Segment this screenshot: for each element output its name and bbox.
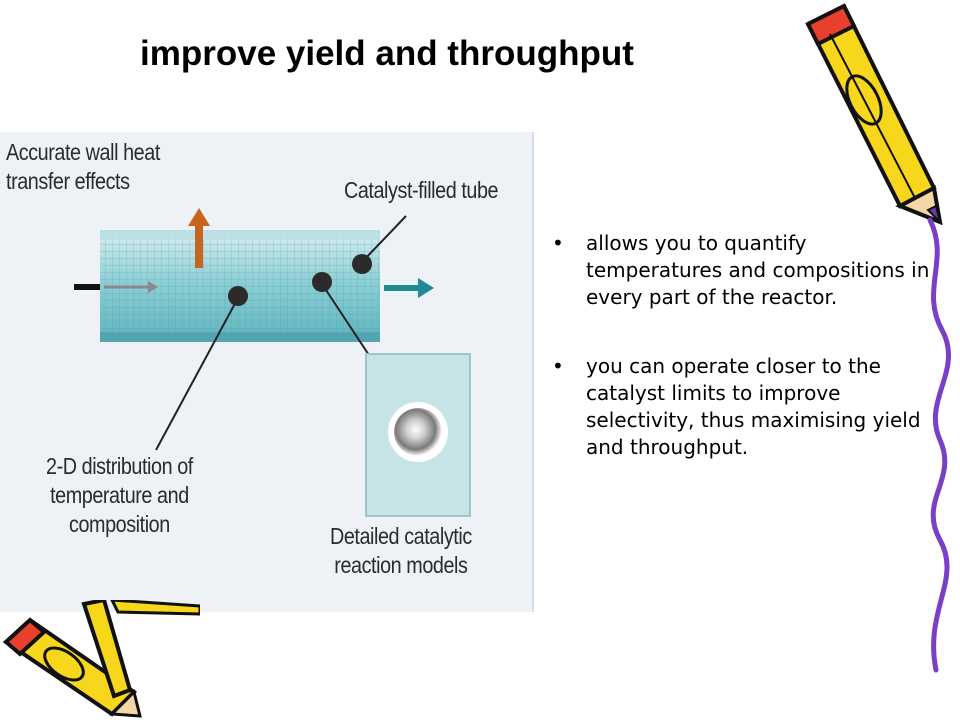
pencil-icon — [2, 600, 200, 718]
reactor-diagram: Accurate wall heat transfer effects Cata… — [0, 132, 534, 612]
inner-flow-arrowhead — [148, 281, 158, 293]
label-distribution-line3: composition — [69, 511, 170, 537]
label-distribution-line2: temperature and — [50, 482, 189, 508]
label-reaction-models-line1: Detailed catalytic — [330, 523, 472, 549]
bullet-text-1: allows you to quantify temperatures and … — [586, 231, 930, 309]
leader-tube — [361, 215, 407, 263]
label-wall-heat-line1: Accurate wall heat — [6, 139, 160, 165]
label-distribution-line1: 2-D distribution of — [46, 453, 193, 479]
squiggle-line-icon — [927, 217, 951, 673]
bullet-text-2: you can operate closer to the catalyst l… — [586, 354, 921, 459]
label-reaction-models-line2: reaction models — [334, 552, 468, 578]
pencil-icon — [805, 3, 943, 226]
outlet-arrowhead — [418, 278, 434, 298]
bullet-dot-icon: • — [552, 231, 564, 255]
marker-tube — [352, 254, 372, 274]
bullet-item-2: • you can operate closer to the catalyst… — [550, 353, 930, 461]
tube-wall-top — [100, 230, 380, 240]
heat-arrow-shaft — [195, 224, 203, 268]
bullet-dot-icon: • — [552, 354, 564, 378]
slide-title: improve yield and throughput — [140, 34, 634, 73]
label-wall-heat: Accurate wall heat transfer effects — [6, 138, 160, 196]
label-wall-heat-line2: transfer effects — [6, 168, 130, 194]
marker-models — [312, 272, 332, 292]
label-catalyst-tube: Catalyst-filled tube — [344, 177, 499, 203]
marker-distribution — [228, 286, 248, 306]
bullet-item-1: • allows you to quantify temperatures an… — [550, 230, 930, 311]
tube-wall-bottom — [100, 332, 380, 342]
catalyst-particle — [394, 408, 442, 456]
reactor-diagram-svg — [74, 208, 471, 517]
inlet-pipe — [74, 284, 104, 290]
label-distribution: 2-D distribution of temperature and comp… — [46, 452, 193, 539]
heat-arrow-head — [188, 208, 210, 226]
bullet-list: • allows you to quantify temperatures an… — [550, 230, 930, 503]
leader-distribution — [155, 297, 239, 451]
label-reaction-models: Detailed catalytic reaction models — [330, 522, 472, 580]
